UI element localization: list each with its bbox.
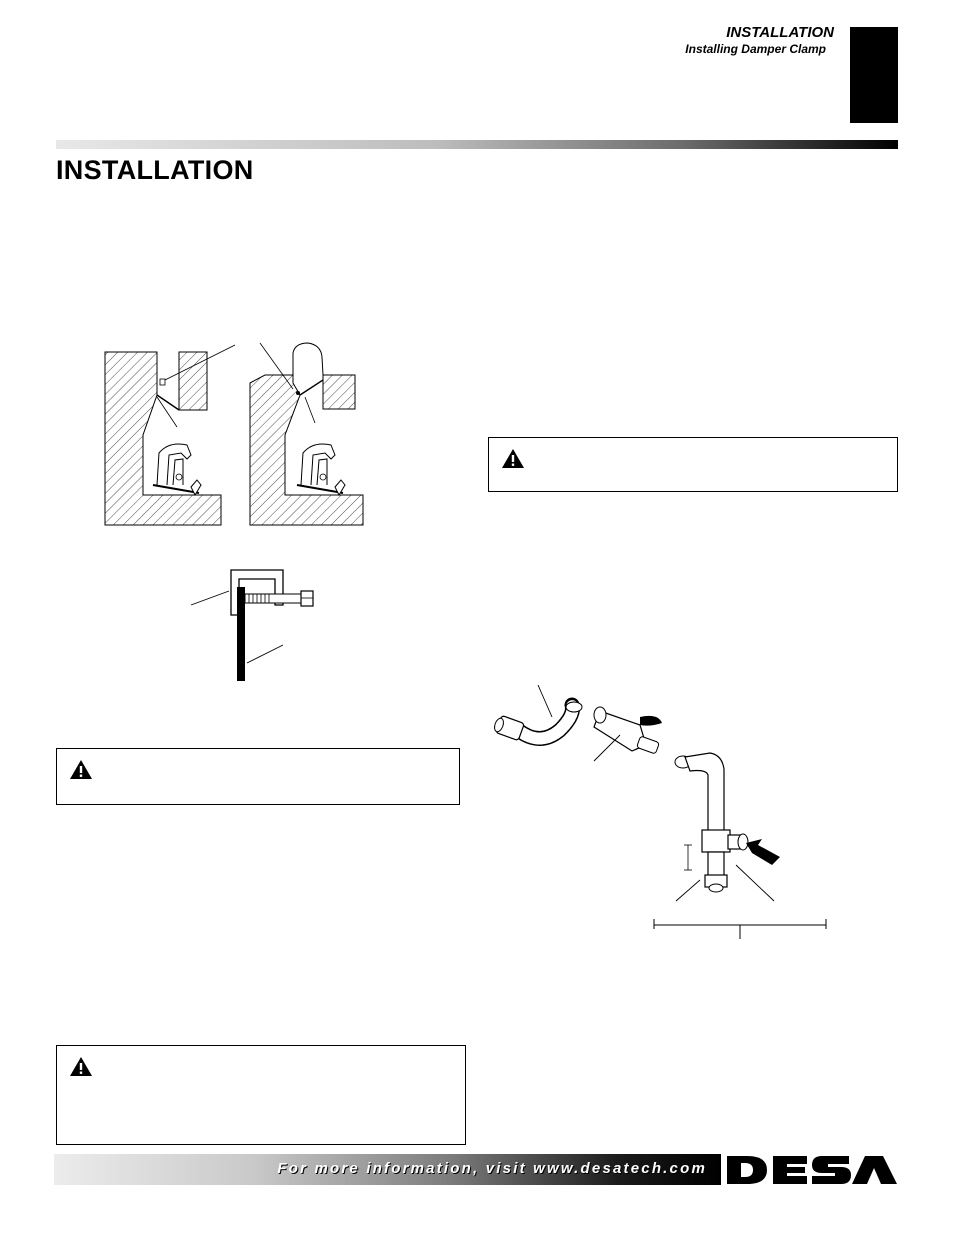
warning-triangle-icon xyxy=(70,760,92,779)
warning-triangle-icon xyxy=(502,449,524,468)
header-section-title: INSTALLATION xyxy=(726,24,834,41)
header-gradient-rule xyxy=(56,140,898,149)
desa-logo xyxy=(727,1156,897,1184)
header-subsection-title: Installing Damper Clamp xyxy=(685,42,826,56)
damper-clamp-figure xyxy=(190,569,314,681)
warning-box-right xyxy=(488,437,898,492)
fireplace-damper-figure xyxy=(104,342,364,526)
warning-box-left-bottom xyxy=(56,1045,466,1145)
warning-triangle-icon xyxy=(70,1057,92,1076)
page-title: INSTALLATION xyxy=(56,155,254,185)
warning-box-left-middle xyxy=(56,748,460,805)
section-tab xyxy=(850,27,898,123)
footer-info-link[interactable]: For more information, visit www.desatech… xyxy=(277,1160,707,1177)
gas-connection-figure xyxy=(494,684,827,939)
footer-info-bar: For more information, visit www.desatech… xyxy=(54,1154,721,1185)
